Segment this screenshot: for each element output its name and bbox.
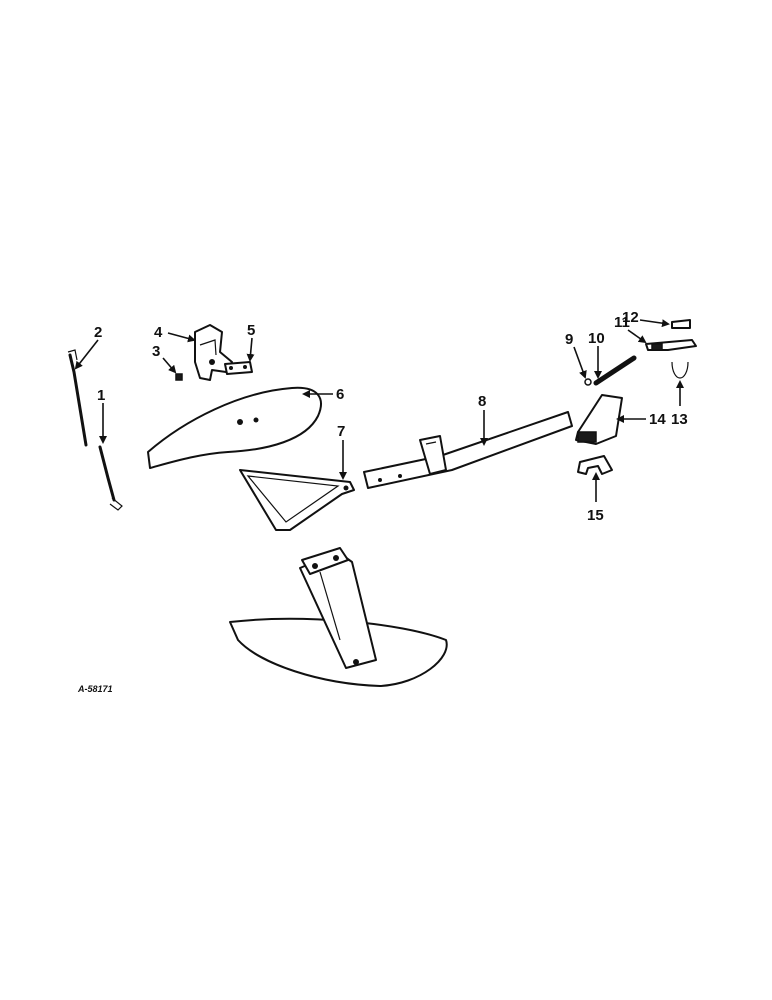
part-15-ubracket bbox=[577, 455, 613, 475]
callout-3: 3 bbox=[152, 343, 160, 360]
callout-9: 9 bbox=[565, 331, 573, 348]
leader-12 bbox=[639, 319, 670, 328]
part-7-brace bbox=[239, 469, 355, 531]
callout-13: 13 bbox=[671, 411, 688, 428]
part-8-beam bbox=[363, 411, 573, 489]
leader-11 bbox=[627, 329, 647, 344]
callout-5: 5 bbox=[247, 322, 255, 339]
callout-8: 8 bbox=[478, 393, 486, 410]
leader-9 bbox=[573, 346, 587, 379]
part-6-moldboard bbox=[147, 386, 322, 469]
part-3-nut bbox=[175, 373, 183, 381]
part-12-tab bbox=[671, 319, 691, 329]
callout-12: 12 bbox=[622, 309, 639, 326]
part-11-lever bbox=[645, 339, 697, 351]
part-2-rod bbox=[67, 349, 88, 447]
part-14-plate bbox=[575, 394, 623, 445]
callout-11: 11 bbox=[614, 314, 630, 331]
figure-id: A-58171 bbox=[77, 684, 113, 694]
part-5-clamp bbox=[224, 361, 253, 375]
part-9-pin bbox=[584, 378, 592, 386]
part-10-rod bbox=[593, 355, 637, 386]
leader-3 bbox=[162, 357, 177, 374]
callout-2: 2 bbox=[94, 324, 102, 341]
part-13-clevis bbox=[671, 361, 689, 379]
part-1-rod bbox=[98, 445, 123, 511]
callout-10: 10 bbox=[588, 330, 605, 347]
callout-6: 6 bbox=[336, 386, 344, 403]
callout-15: 15 bbox=[587, 507, 604, 524]
callout-7: 7 bbox=[337, 423, 345, 440]
leader-5 bbox=[246, 337, 255, 362]
leader-2 bbox=[74, 339, 99, 370]
callout-14: 14 bbox=[649, 411, 666, 428]
shank-and-shovel bbox=[229, 547, 448, 687]
leader-4 bbox=[167, 332, 196, 343]
callout-4: 4 bbox=[154, 324, 163, 341]
callout-1: 1 bbox=[97, 387, 105, 404]
